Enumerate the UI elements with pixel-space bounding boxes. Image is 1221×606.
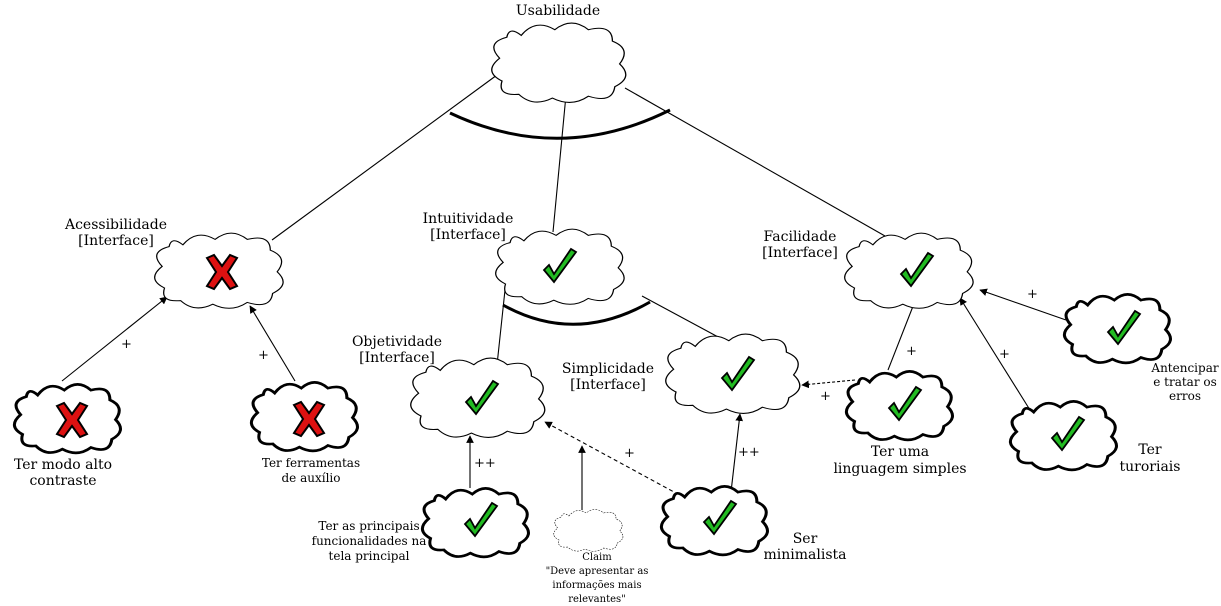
- contribution-label: ++: [474, 456, 496, 471]
- contribution-label: +: [121, 337, 132, 352]
- cloud-icon: [1062, 292, 1173, 365]
- edge-usabilidade-acessibilidade: [271, 74, 498, 241]
- cloud-icon: [1008, 399, 1119, 472]
- contribution-label: +: [258, 348, 269, 363]
- edge-intuitividade-simplicidade: [641, 295, 721, 339]
- node-label: minimalista: [764, 547, 847, 563]
- node-label: Intuitividade: [423, 211, 514, 227]
- node-label: Ser: [793, 531, 818, 547]
- node-label: contraste: [29, 473, 96, 489]
- softgoal-erros[interactable]: Antencipar e tratar os erros: [1062, 292, 1219, 403]
- node-label: [Interface]: [570, 377, 646, 393]
- claim-softgoal[interactable]: Claim "Deve apresentar as informações ma…: [546, 509, 649, 606]
- softgoal-objetividade[interactable]: Objetividade [Interface]: [352, 334, 546, 439]
- node-label: Facilidade: [764, 229, 837, 245]
- softgoal-tutoriais[interactable]: Ter turoriais: [1008, 399, 1181, 475]
- arrow-minimalista-objetividade: [544, 421, 686, 499]
- node-label: Ter as principais: [318, 519, 419, 533]
- node-label: Usabilidade: [516, 3, 600, 19]
- cloud-icon: [659, 484, 770, 557]
- cloud-icon: [420, 486, 531, 559]
- softgoal-minimalista[interactable]: Ser minimalista: [659, 484, 847, 563]
- node-label: linguagem simples: [833, 461, 966, 477]
- node-label: e tratar os: [1153, 375, 1217, 389]
- edge-intuitividade-objetividade: [496, 289, 506, 366]
- arrow-linguagem-facilidade: [887, 295, 919, 371]
- softgoal-ferramentas[interactable]: Ter ferramentas de auxílio: [249, 380, 360, 485]
- contribution-label: +: [820, 389, 831, 404]
- node-label: Ter ferramentas: [262, 456, 360, 470]
- contribution-label: +: [1027, 287, 1038, 302]
- node-label: erros: [1169, 389, 1201, 403]
- contribution-label: +: [624, 446, 635, 461]
- claim-label: relevantes": [568, 594, 626, 605]
- node-label: Antencipar: [1150, 361, 1218, 375]
- softgoal-funcionalidades[interactable]: Ter as principais funcionalidades na tel…: [312, 486, 531, 563]
- decomposition-links: [271, 74, 886, 366]
- softgoal-facilidade[interactable]: Facilidade [Interface]: [762, 229, 974, 309]
- softgoal-usabilidade[interactable]: Usabilidade: [491, 3, 627, 104]
- contribution-label: +: [999, 347, 1010, 362]
- edge-usabilidade-facilidade: [624, 87, 886, 237]
- edge-usabilidade-intuitividade: [552, 94, 567, 233]
- cloud-icon: [665, 333, 801, 415]
- claim-label: Claim: [582, 552, 612, 563]
- cloud-icon: [410, 357, 546, 439]
- contribution-label: +: [906, 344, 917, 359]
- softgoal-simplicidade[interactable]: Simplicidade [Interface]: [562, 333, 801, 415]
- and-arc-usabilidade: [449, 108, 671, 140]
- arrow-tutoriais-facilidade: [959, 297, 1031, 411]
- arrow-linguagem-simplicidade: [801, 379, 856, 389]
- claim-label: informações mais: [552, 580, 641, 591]
- softgoal-alto-contraste[interactable]: Ter modo alto contraste: [12, 382, 123, 489]
- arrow-ferramentas-acessibilidade: [249, 305, 296, 382]
- softgoal-acessibilidade[interactable]: Acessibilidade [Interface]: [64, 217, 284, 309]
- softgoal-intuitividade[interactable]: Intuitividade [Interface]: [423, 211, 625, 305]
- node-label: de auxílio: [282, 471, 341, 485]
- cloud-icon: [844, 232, 974, 309]
- node-label: Acessibilidade: [64, 217, 167, 233]
- node-label: [Interface]: [359, 350, 435, 366]
- arrow-erros-facilidade: [979, 288, 1067, 321]
- arrow-contraste-acessibilidade: [61, 296, 168, 382]
- softgoal-linguagem[interactable]: Ter uma linguagem simples: [833, 369, 967, 477]
- node-label: tela principal: [329, 549, 410, 563]
- node-label: funcionalidades na: [312, 534, 427, 548]
- contribution-links: [61, 288, 1067, 510]
- and-arc-intuitividade: [502, 300, 651, 326]
- node-label: [Interface]: [78, 233, 154, 249]
- node-label: turoriais: [1120, 459, 1181, 475]
- node-label: [Interface]: [430, 227, 506, 243]
- claim-cloud-icon: [553, 509, 624, 552]
- node-label: [Interface]: [762, 245, 838, 261]
- node-label: Ter uma: [871, 444, 929, 460]
- node-label: Simplicidade: [562, 361, 654, 377]
- node-label: Ter modo alto: [14, 457, 112, 473]
- contribution-labels: + + ++ + ++ + + + +: [121, 287, 1038, 471]
- contribution-label: ++: [738, 445, 760, 460]
- claim-label: "Deve apresentar as: [546, 566, 649, 577]
- cloud-icon: [844, 369, 955, 442]
- node-label: Objetividade: [352, 334, 442, 350]
- cloud-icon: [491, 22, 627, 104]
- node-label: Ter: [1138, 442, 1162, 458]
- arrow-minimalista-simplicidade: [730, 413, 744, 493]
